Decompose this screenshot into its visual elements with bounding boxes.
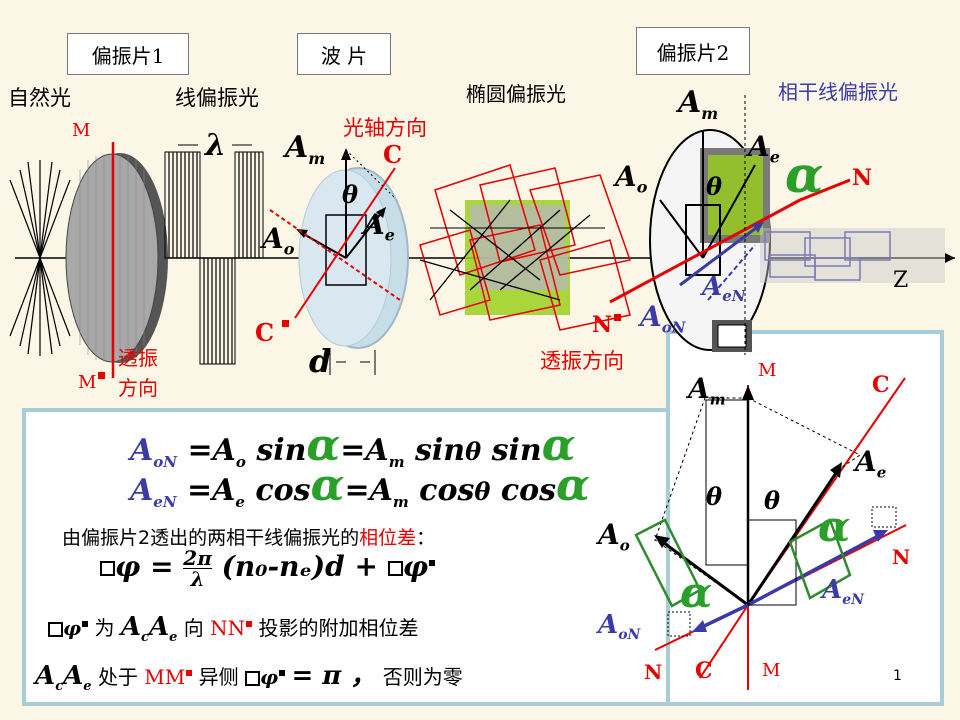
- equation-2: AeN =Ae cosα=Am cosθ cosα: [130, 460, 590, 511]
- m-bottom-label: M: [78, 372, 97, 393]
- vector-diagram: [634, 377, 907, 690]
- formula-panel: [22, 408, 678, 706]
- natural-light-label: 自然光: [8, 86, 71, 110]
- am-label-vector: Am: [688, 372, 726, 409]
- waveplate-label: 波 片: [297, 33, 391, 75]
- lambda-label: λ: [205, 128, 227, 163]
- elliptical-light-label: 椭圆偏振光: [466, 82, 566, 106]
- natural-light-rays: [9, 160, 71, 356]
- polarizer2-label: 偏振片2: [636, 27, 750, 75]
- page-number: 1: [893, 668, 902, 684]
- phase-diff-sentence: 由偏振片2透出的两相干线偏振光的相位差：: [62, 527, 436, 549]
- am-label-p2: Am: [678, 85, 719, 123]
- phase-formula: φ = 2π λ (n₀-nₑ)d + φ: [100, 548, 436, 589]
- theta-label-p2: θ: [706, 172, 723, 201]
- polarizer1-label: 偏振片1: [67, 33, 189, 75]
- aen-label-p2: AeN: [702, 272, 746, 306]
- c-bottom-vector: C: [695, 658, 713, 684]
- aon-label-vector: AoN: [598, 610, 641, 644]
- ao-label-vector: Ao: [598, 518, 630, 555]
- m-bottom-vector: M: [762, 660, 781, 681]
- coherent-light-label: 相干线偏振光: [778, 80, 898, 104]
- c-bottom-label: C: [255, 318, 275, 347]
- c-top-vector: C: [872, 372, 890, 398]
- alpha-left-vector: α: [680, 568, 713, 617]
- d-label: d: [309, 342, 332, 380]
- linear-light-label: 线偏振光: [175, 86, 259, 110]
- linear-wave-blocks: [164, 151, 264, 365]
- z-label: Z: [893, 268, 909, 293]
- c-top-label: C: [383, 140, 403, 169]
- aon-label-p2: AoN: [640, 300, 686, 337]
- n-bottom-label-upper: N: [592, 312, 613, 338]
- extra-phase-line: φ 为 AcAe 向 NN 投影的附加相位差: [48, 612, 418, 645]
- elliptical-light-region: [419, 164, 631, 331]
- ae-label-wp: Ae: [363, 208, 395, 245]
- n-top-label-upper: N: [852, 165, 873, 191]
- ae-label-vector: Ae: [855, 445, 887, 482]
- ao-label-wp: Ao: [262, 222, 295, 259]
- transmission-dir-1a: 透振: [118, 346, 158, 370]
- theta-label-wp: θ: [342, 180, 359, 209]
- ae-label-p2: Ae: [748, 130, 780, 167]
- ao-label-p2: Ao: [615, 160, 648, 197]
- n-right-vector: N: [892, 545, 911, 569]
- theta-left-vector: θ: [706, 482, 723, 511]
- aen-label-vector: AeN: [822, 575, 864, 609]
- am-label-wp: Am: [285, 130, 326, 168]
- opposite-side-line: AcAe 处于 MM 异侧 φ = π ， 否则为零: [35, 661, 463, 695]
- optic-axis-label: 光轴方向: [343, 116, 427, 140]
- alpha-right-vector: α: [818, 502, 851, 551]
- m-top-vector: M: [758, 360, 777, 381]
- n-left-vector: N: [644, 660, 663, 684]
- alpha-label-p2: α: [785, 145, 824, 204]
- equation-1: AoN =Ao sinα=Am sinθ sinα: [130, 420, 576, 471]
- transmission-dir-2: 透振方向: [540, 349, 624, 373]
- m-top-label: M: [72, 120, 91, 141]
- theta-right-vector: θ: [764, 486, 781, 515]
- transmission-dir-1b: 方向: [118, 376, 158, 400]
